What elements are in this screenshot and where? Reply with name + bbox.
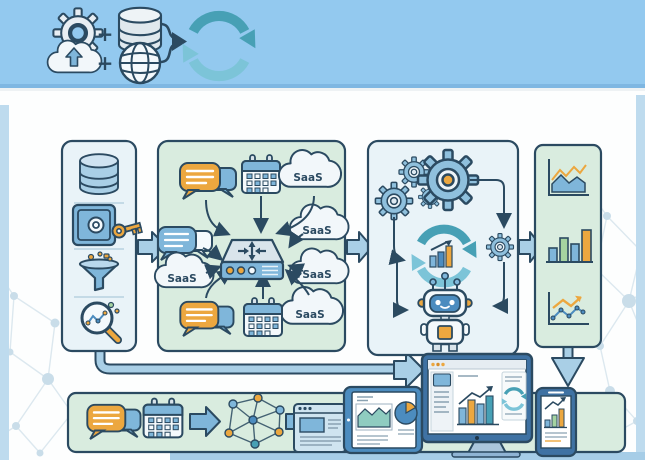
process-arrows [388,179,512,318]
neural-network-icon [224,393,285,449]
svg-text:SaaS: SaaS [293,172,322,184]
phone-device [534,386,578,458]
calendar-icon-2 [243,297,283,337]
pipe-arrowhead-right [393,351,425,389]
bottom-edge-strip [170,452,645,460]
ingestion-panel: SaaS SaaS SaaS SaaS SaaS [153,139,350,353]
browser-window [293,403,347,453]
calendar-icon [241,154,281,194]
gear-icon [374,181,414,221]
small-gear-icon [485,232,515,262]
database-icon [79,153,119,196]
dashboard-sidebar [430,371,454,432]
output-panel [533,143,603,349]
banner-merge-arrows [159,22,187,64]
browser-image-placeholder [299,417,325,433]
banner-gear-icon [52,7,104,59]
svg-text:SaaS: SaaS [302,225,331,237]
saas-cloud-5: SaaS [279,286,345,325]
top-banner: + + [0,0,645,91]
panel-dividers [74,202,124,298]
ai-robot-icon [417,271,473,352]
calendar-icon-3 [142,397,184,439]
svg-text:SaaS: SaaS [295,309,324,321]
monitor-base [451,451,521,458]
tablet-area-chart [355,403,393,431]
area-chart-icon [548,159,589,196]
dashboard-sync-card [497,371,531,421]
banner-globe-icon [118,41,162,85]
saas-cloud-4: SaaS [153,251,215,289]
monitor-power-led [475,436,479,440]
saas-cloud-1: SaaS [277,149,343,188]
tablet-pie-chart [394,401,418,425]
big-gear-icon [416,148,480,212]
phone-text-lines [545,432,567,438]
key-icon [111,221,143,239]
left-edge-strip [0,105,9,460]
banner-cloud-upload-icon [46,39,103,74]
dashboard-bar-chart [457,375,499,426]
browser-text-lines [300,419,341,446]
plus-sign-2: + [97,51,114,75]
right-edge-strip [636,95,645,460]
bar-chart-icon [546,229,593,263]
pipe-sources-to-dashboard [94,342,425,389]
filter-funnel-icon [78,251,120,292]
vault-key-icon [71,203,143,247]
svg-text:SaaS: SaaS [167,273,196,285]
sources-panel [60,139,143,353]
plus-sign: + [97,22,114,46]
tablet-text-lines [357,429,414,445]
saas-cloud-3: SaaS [288,247,350,285]
processing-panel [366,139,520,357]
saas-cloud-2: SaaS [288,203,350,241]
dashboard-topbar [428,360,526,369]
sync-loop-chart-icon [405,229,484,283]
search-analytics-icon [80,301,122,344]
flow-arrow-4 [189,406,221,437]
svg-text:SaaS: SaaS [302,269,331,281]
tablet-device [342,385,424,455]
tablet-home-button [347,418,350,422]
line-chart-icon [548,292,589,325]
integration-hub-icon [219,238,285,281]
desktop-dashboard [420,352,534,458]
flow-arrow-2 [346,231,373,263]
phone-bar-chart [544,397,567,429]
pipe-arrowhead-down [551,357,585,387]
